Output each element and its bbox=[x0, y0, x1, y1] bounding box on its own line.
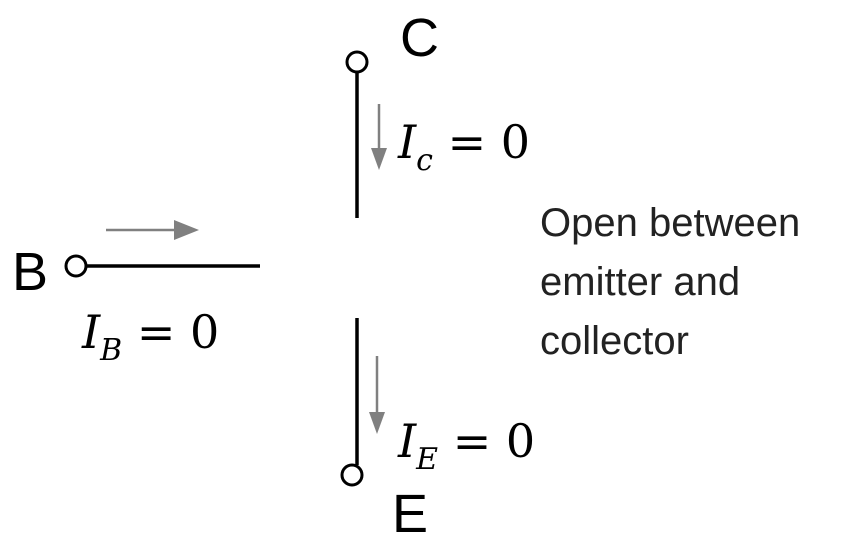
collector-current-subscript: c bbox=[416, 143, 433, 178]
base-label: B bbox=[12, 242, 48, 302]
emitter-terminal-node bbox=[340, 463, 364, 487]
emitter-current-symbol: I bbox=[397, 414, 417, 468]
collector-terminal: C bbox=[345, 8, 439, 218]
emitter-label: E bbox=[392, 484, 428, 538]
emitter-terminal: E bbox=[340, 318, 428, 538]
collector-current-label: Ic = 0 bbox=[397, 115, 530, 178]
collector-current-symbol: I bbox=[397, 115, 417, 169]
base-current: IB = 0 bbox=[81, 220, 219, 368]
emitter-current-arrow-head bbox=[369, 412, 385, 434]
base-current-arrow-head bbox=[174, 220, 199, 240]
collector-current-arrow-head bbox=[371, 148, 387, 170]
emitter-current: IE = 0 bbox=[369, 356, 535, 477]
base-terminal: B bbox=[12, 242, 260, 302]
emitter-current-label: IE = 0 bbox=[397, 414, 535, 477]
collector-current-value: = 0 bbox=[433, 115, 530, 169]
collector-current: Ic = 0 bbox=[371, 104, 530, 178]
note-line-3: collector bbox=[540, 319, 689, 363]
emitter-current-value: = 0 bbox=[438, 414, 535, 468]
emitter-current-subscript: E bbox=[415, 442, 438, 477]
note-line-1: Open between bbox=[540, 201, 800, 245]
base-current-value: = 0 bbox=[122, 305, 219, 359]
collector-label: C bbox=[400, 8, 439, 68]
base-current-subscript: B bbox=[99, 333, 122, 368]
base-current-symbol: I bbox=[81, 305, 101, 359]
note-line-2: emitter and bbox=[540, 260, 740, 304]
collector-terminal-node bbox=[345, 50, 369, 74]
base-terminal-node bbox=[64, 254, 88, 278]
base-current-label: IB = 0 bbox=[81, 305, 219, 368]
open-circuit-note: Open between emitter and collector bbox=[540, 201, 800, 363]
